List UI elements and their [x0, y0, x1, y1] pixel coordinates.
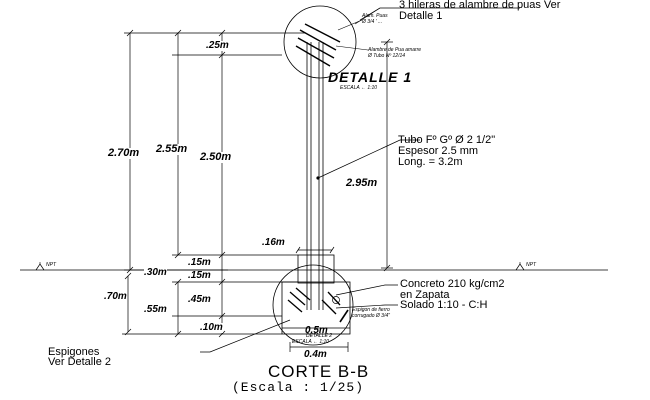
- dim-04: 0.4m: [304, 349, 327, 360]
- level-label-left: NPT: [46, 262, 56, 268]
- detail2-circle: [272, 264, 354, 346]
- dim-255: 2.55m: [156, 143, 188, 155]
- detail1-title: DETALLE 1: [328, 69, 413, 85]
- dim-016: .16m: [262, 237, 285, 248]
- solado-note: Solado 1:10 - C:H: [400, 299, 488, 311]
- detail2-callout-line1: Espigon de fierro: [352, 307, 390, 313]
- footing: [281, 254, 351, 335]
- detail2-callout-line2: corrugado Ø 3/4": [352, 313, 390, 319]
- dim-030: .30m: [144, 267, 167, 278]
- detail1-scale: ESCALA ← 1:10: [340, 85, 378, 91]
- espigones-note-line2: Ver Detalle 2: [48, 356, 111, 368]
- dim-295: 2.95m: [346, 177, 378, 189]
- barbed-wire-note-line1: 3 hileras de alambre de puas Ver: [399, 0, 561, 11]
- dim-045: .45m: [188, 294, 211, 305]
- leader-dot: [316, 176, 320, 180]
- dim-025: .25m: [206, 40, 229, 51]
- level-marker-right: [515, 262, 525, 271]
- dim-015-bottom: .15m: [188, 270, 211, 281]
- tube-note-line1: Tubo Fº Gº Ø 2 1/2": [398, 134, 496, 146]
- dim-055: .55m: [144, 304, 167, 315]
- dim-250: 2.50m: [200, 151, 232, 163]
- section-title: CORTE B-B: [268, 362, 370, 381]
- level-label-right: NPT: [526, 262, 536, 268]
- dim-015-top: .15m: [188, 257, 211, 268]
- detail1-circle: [283, 5, 381, 79]
- detail1-callout-a-line1: Alam. Puas: [362, 13, 388, 19]
- detail1-callout-b-line1: Alambre de Pua amarre: [368, 47, 422, 53]
- dim-270: 2.70m: [108, 147, 140, 159]
- concrete-note-line1: Concreto 210 kg/cm2: [400, 278, 505, 290]
- dim-04-line: [289, 342, 349, 352]
- dim-016-line: [295, 246, 335, 254]
- dim-010: .10m: [200, 322, 223, 333]
- level-marker-left: [35, 262, 45, 271]
- detail1-callout-a-line2: Ø 3/4 ' ...: [362, 19, 383, 25]
- detail2-title: DETALLE 2: [306, 333, 333, 339]
- tube-note-line3: Long. = 3.2m: [398, 156, 463, 168]
- leader-lines: [200, 7, 520, 353]
- espigones-note-line1: Espigones: [48, 346, 100, 358]
- barbed-wire-note-line2: Detalle 1: [399, 10, 443, 22]
- detail2-scale: ESCALA ← 1:10: [292, 339, 330, 345]
- dim-070: .70m: [104, 291, 127, 302]
- detail1-callout-b-line2: Ø Tubo Nº 12/14: [368, 53, 406, 59]
- tube-note-line2: Espesor 2.5 mm: [398, 145, 479, 157]
- section-scale: (Escala : 1/25): [232, 380, 365, 395]
- concrete-note-line2: en Zapata: [400, 289, 450, 301]
- dim-05: 0.5m: [305, 325, 328, 336]
